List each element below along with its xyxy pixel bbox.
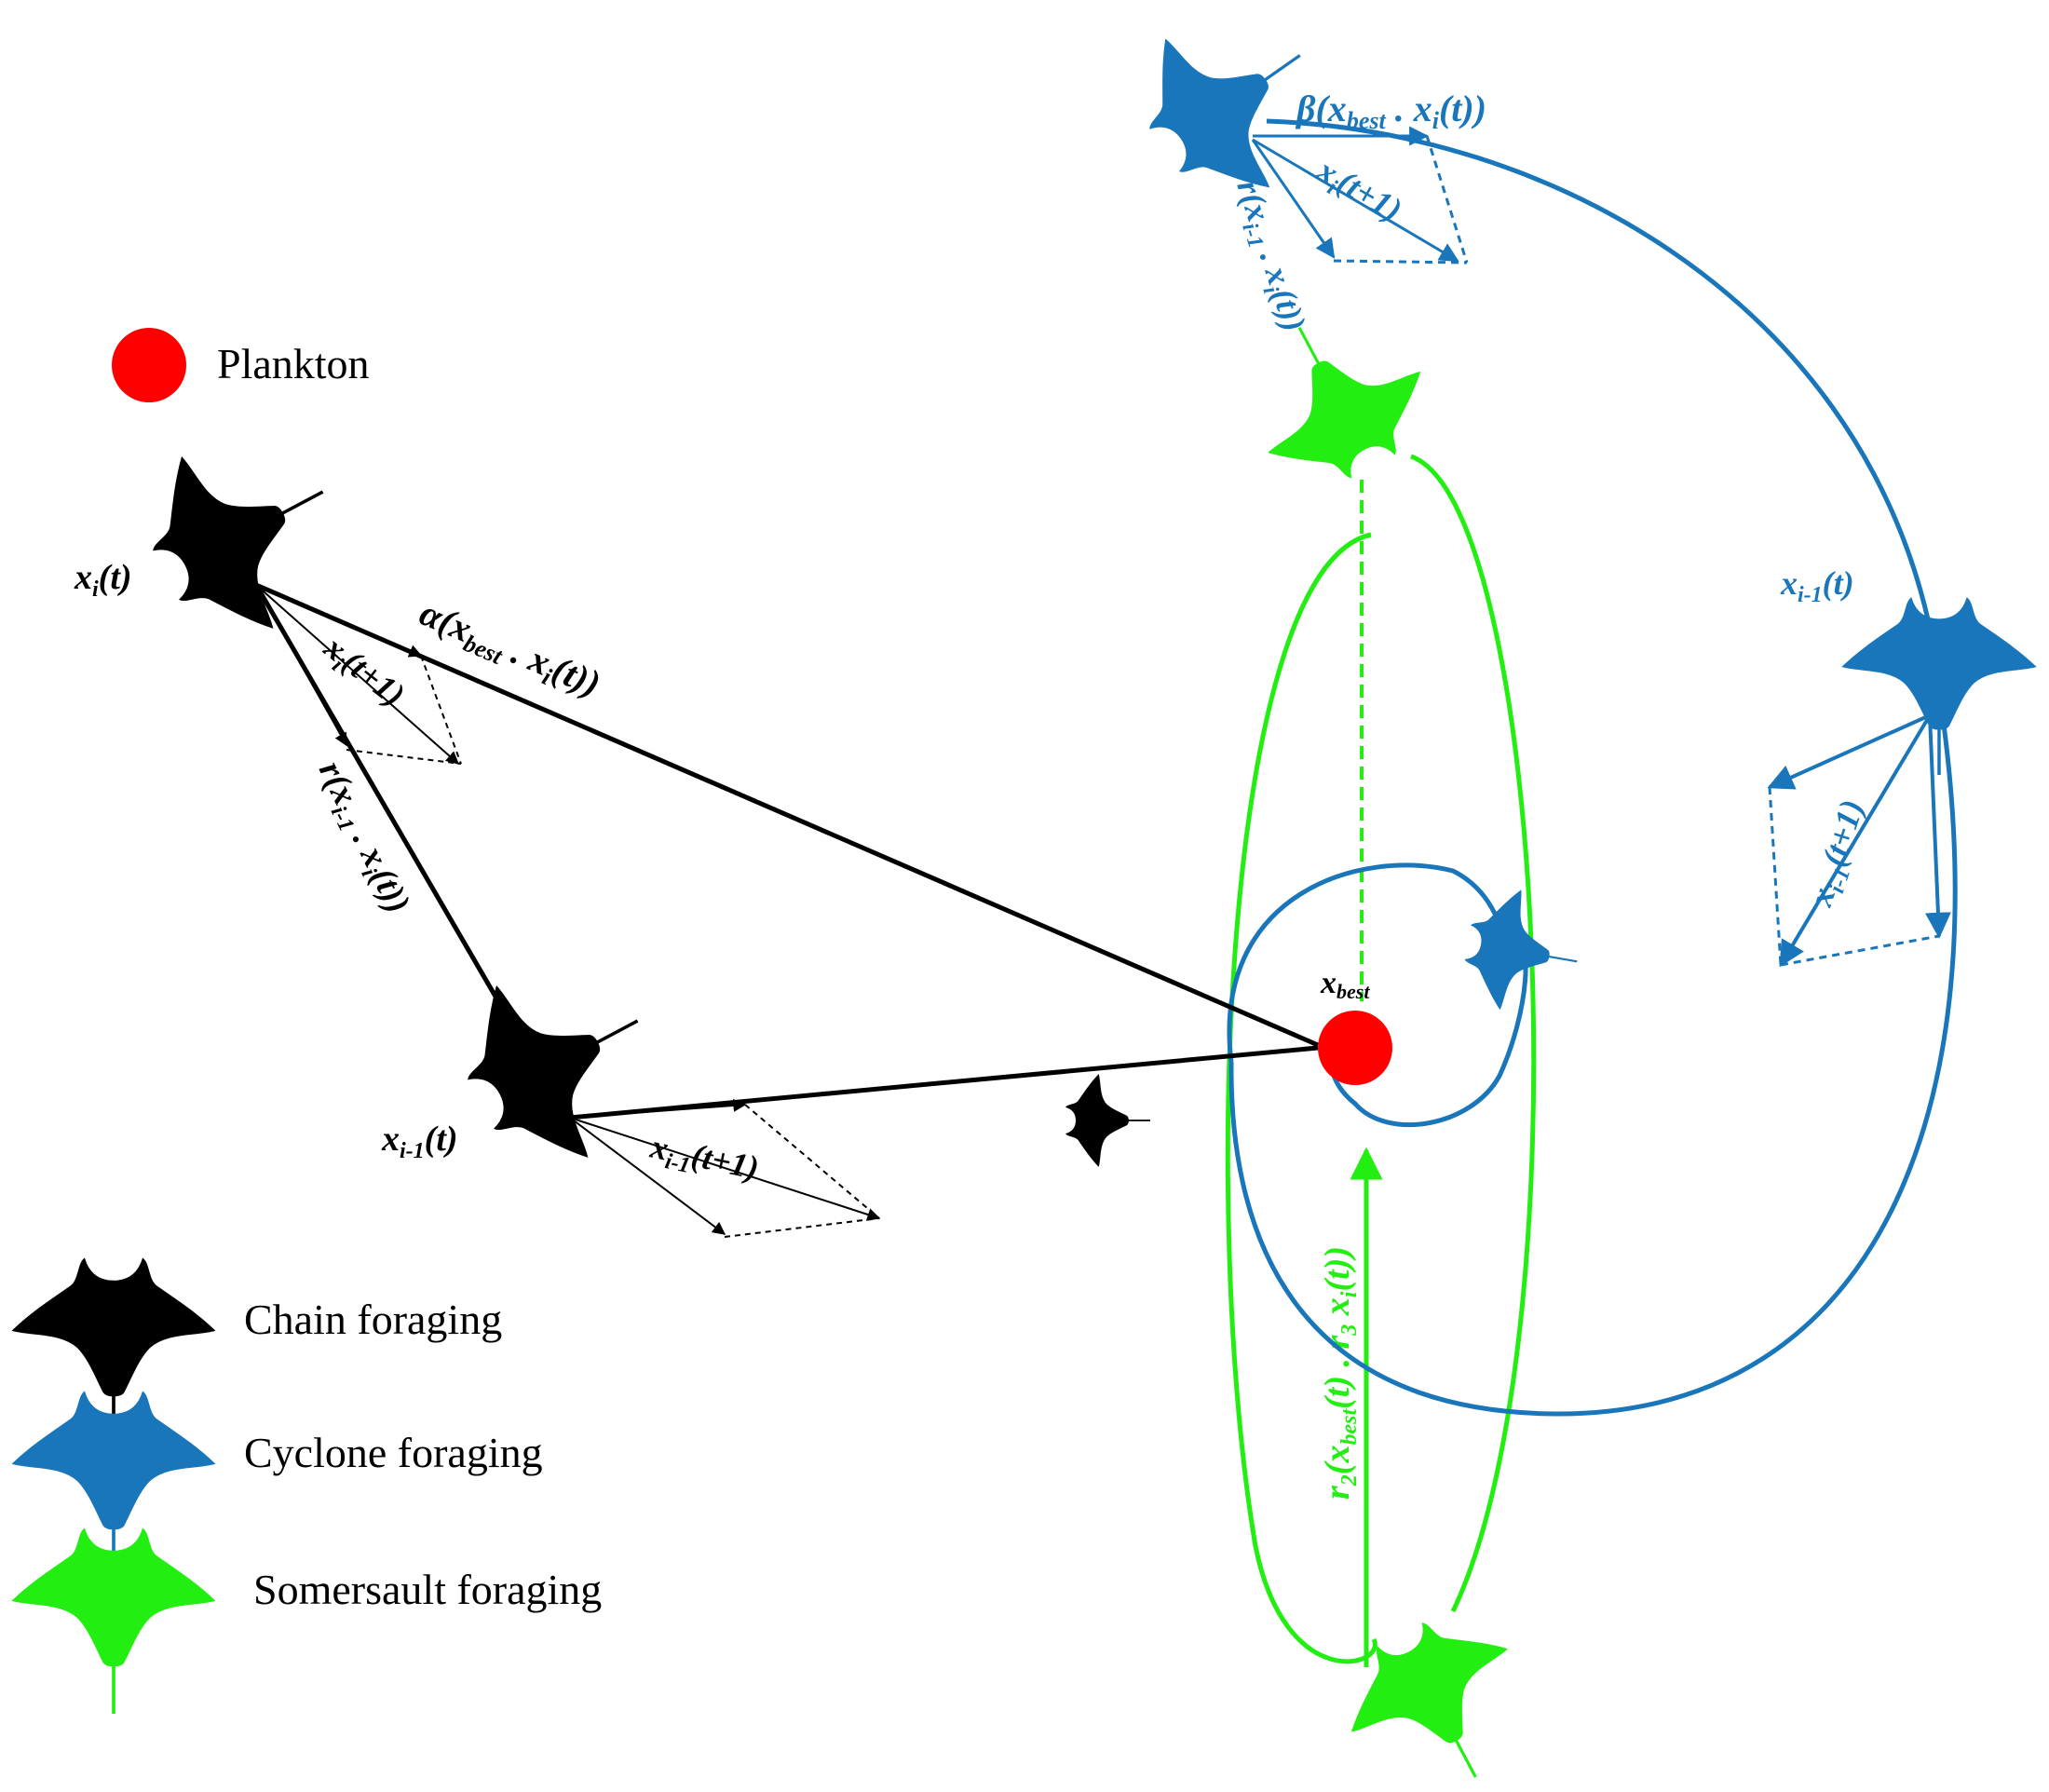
chain-group: xi(t) xi-1(t) α(xbest . xi(t)) r(xi-1 . … xyxy=(74,404,1319,1238)
chain-manta-small xyxy=(1065,1073,1151,1168)
cyclone-next-arrow xyxy=(1252,138,1459,263)
cyclone-right-arrow-3 xyxy=(1924,714,1951,939)
chain-dash-bottom-1 xyxy=(744,1104,880,1219)
cyclone-dash-2 xyxy=(1333,259,1468,265)
cyclone-arc-outer xyxy=(1228,651,1958,1417)
somersault-vector-label: r2(xbest(t) . r3 xi(t)) xyxy=(1318,1246,1362,1500)
cyclone-manta-right xyxy=(1840,596,2038,777)
cyclone-dash-1 xyxy=(1425,135,1469,264)
chain-dash-top-2 xyxy=(346,749,462,765)
somersault-group: r2(xbest(t) . r3 xi(t)) xyxy=(1222,285,1555,1792)
legend-somersault-label: Somersault foraging xyxy=(253,1566,602,1613)
chain-line-xi-to-xbest xyxy=(255,582,1319,1048)
chain-manta-xim1 xyxy=(434,933,685,1191)
chain-alpha-label: α(xbest . xi(t)) xyxy=(413,591,607,709)
cyclone-inner-spiral xyxy=(1227,862,1528,1128)
chain-next-arrow-bottom-1 xyxy=(569,1117,726,1235)
chain-next-arrow-top xyxy=(255,584,460,765)
somersault-outer-loop xyxy=(1225,532,1377,1664)
legend-plankton-label: Plankton xyxy=(217,340,370,387)
xbest-label: xbest xyxy=(1320,966,1370,1003)
cyclone-r-label: r(xi-1 . xi(t)) xyxy=(1225,175,1314,337)
legend-chain-label: Chain foraging xyxy=(244,1296,502,1343)
chain-xim1-t-label: xi-1(t) xyxy=(381,1120,458,1163)
somersault-manta-top xyxy=(1222,285,1450,509)
cyclone-xim1-t-label: xi-1(t) xyxy=(1780,564,1854,607)
cyclone-right-dash-1 xyxy=(1768,786,1783,966)
chain-dash-top-1 xyxy=(420,655,462,765)
legend-cyclone-label: Cyclone foraging xyxy=(244,1429,543,1476)
chain-bottom-tick xyxy=(569,1098,747,1119)
chain-line-xi-to-xim1 xyxy=(253,583,524,1043)
somersault-manta-bottom xyxy=(1321,1592,1555,1792)
xbest-node: xbest xyxy=(1318,966,1392,1085)
legend: Plankton Chain foraging Cyclone foraging… xyxy=(10,328,602,1716)
chain-alpha-tick xyxy=(255,584,423,658)
chain-line-xim1-to-xbest xyxy=(569,1045,1319,1120)
cyclone-right-arrow-2 xyxy=(1779,713,1932,968)
cyclone-beta-label: β(xbest . xi(t)) xyxy=(1295,88,1486,134)
cyclone-xi-next-label: xi(t+1) xyxy=(1308,151,1408,234)
legend-plankton-dot xyxy=(112,328,186,402)
legend-cyclone-icon xyxy=(10,1390,217,1579)
cyclone-r-arrow xyxy=(1251,139,1336,259)
chain-dash-bottom-2 xyxy=(724,1217,880,1238)
xbest-plankton-dot xyxy=(1318,1011,1392,1085)
legend-somersault-icon xyxy=(10,1527,217,1716)
cyclone-right-dash-2 xyxy=(1780,934,1940,967)
cyclone-group: β(xbest . xi(t)) r(xi-1 . xi(t)) xi(t+1)… xyxy=(1111,0,2038,1417)
chain-manta-xi xyxy=(119,404,371,662)
chain-r-tick xyxy=(255,584,347,747)
chain-xi-t-label: xi(t) xyxy=(74,558,132,602)
cyclone-xim1-next-label: xi-1(t+1) xyxy=(1801,795,1876,914)
chain-next-arrow-bottom-2 xyxy=(569,1117,881,1221)
chain-xim1-next-label: xi-1(t+1) xyxy=(645,1127,762,1192)
cyclone-right-arrow-1 xyxy=(1767,713,1931,790)
